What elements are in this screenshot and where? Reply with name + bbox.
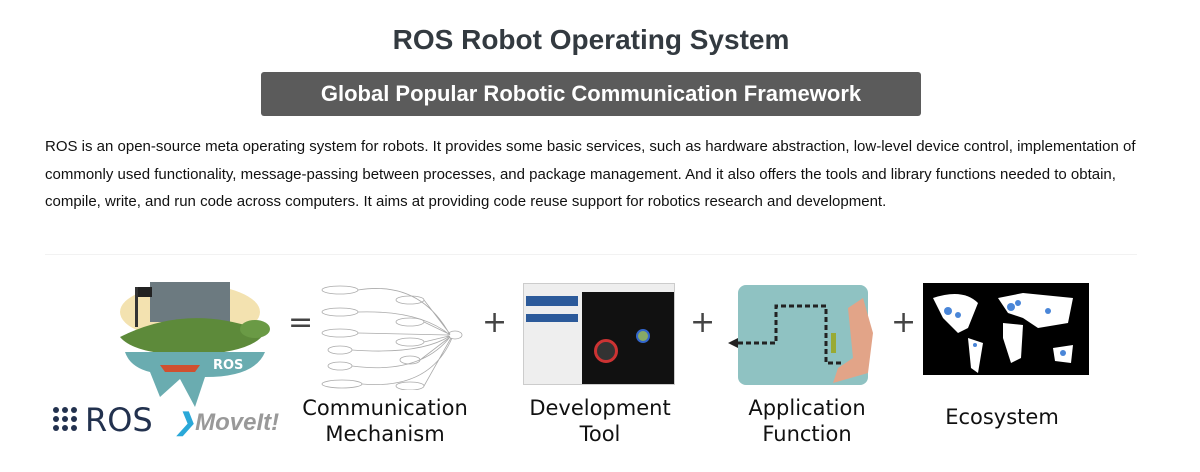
description-paragraph: ROS is an open-source meta operating sys… [45, 138, 1136, 210]
caption-line: Ecosystem [945, 405, 1059, 429]
communication-graph-image [321, 285, 463, 390]
plus-sign: + [891, 305, 917, 340]
ros-turtle-illustration: ROS [120, 282, 270, 407]
ecosystem-world-map [923, 283, 1089, 383]
caption-line: Tool [579, 422, 621, 446]
subtitle-banner: Global Popular Robotic Communication Fra… [261, 72, 921, 116]
caption-line: Function [762, 422, 852, 446]
page-title: ROS Robot Operating System [392, 24, 790, 55]
moveit-logo-text: MoveIt! [195, 409, 280, 436]
ros-dots-icon [53, 407, 77, 431]
equals-sign: = [288, 305, 314, 340]
moveit-logo: ❯MoveIt! [175, 409, 280, 436]
caption-line: Communication [302, 396, 468, 420]
ros-logo-text: ROS [85, 401, 153, 439]
plus-sign: + [482, 305, 508, 340]
caption-line: Mechanism [325, 422, 445, 446]
application-function-image [728, 285, 873, 385]
caption-line: Application [748, 396, 866, 420]
turtle-ros-badge: ROS [213, 358, 243, 373]
component-ecosystem: Ecosystem [907, 404, 1097, 430]
caption-line: Development [529, 396, 671, 420]
plus-sign: + [690, 305, 716, 340]
development-tool-screenshot [523, 283, 675, 385]
